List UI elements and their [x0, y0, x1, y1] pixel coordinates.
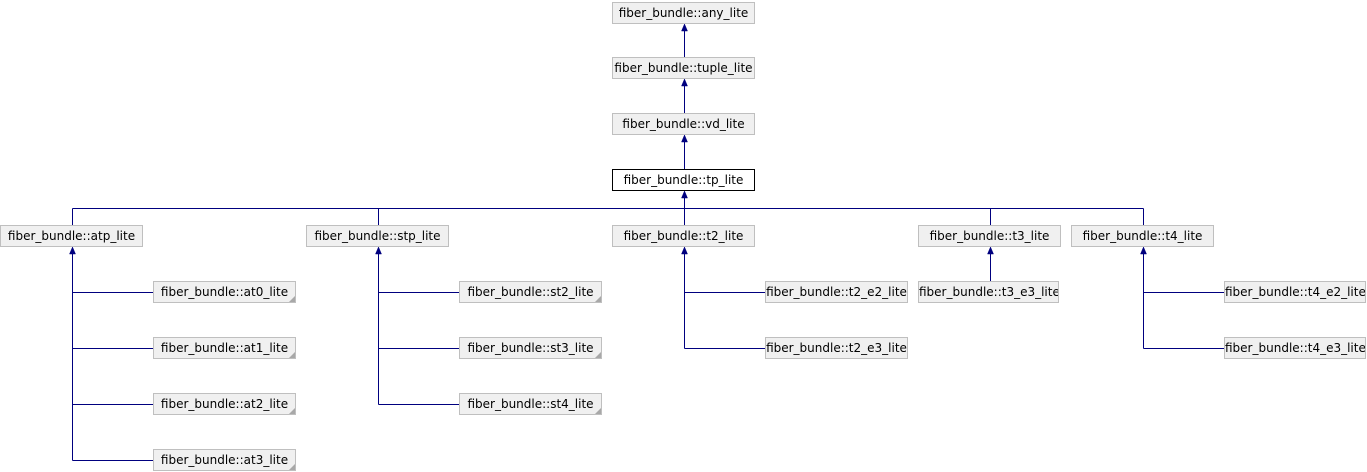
class-node-tuple-lite[interactable]: fiber_bundle::tuple_lite: [612, 57, 755, 79]
class-node-label: fiber_bundle::t2_e2_lite: [766, 285, 907, 299]
class-node-label: fiber_bundle::t4_e3_lite: [1225, 341, 1366, 355]
arrowhead-icon: [69, 246, 76, 255]
class-node-label: fiber_bundle::tp_lite: [623, 173, 744, 187]
arrowhead-icon: [1140, 246, 1147, 255]
class-node-st4-lite[interactable]: fiber_bundle::st4_lite: [459, 393, 602, 415]
class-node-vd-lite[interactable]: fiber_bundle::vd_lite: [612, 113, 755, 135]
class-node-label: fiber_bundle::tuple_lite: [614, 61, 753, 75]
class-node-t2-e2-lite[interactable]: fiber_bundle::t2_e2_lite: [765, 281, 908, 303]
class-node-label: fiber_bundle::any_lite: [618, 6, 749, 20]
class-node-t4-e2-lite[interactable]: fiber_bundle::t4_e2_lite: [1224, 281, 1366, 303]
class-node-tp-lite[interactable]: fiber_bundle::tp_lite: [612, 169, 755, 191]
class-node-label: fiber_bundle::stp_lite: [314, 229, 441, 243]
class-node-atp-lite[interactable]: fiber_bundle::atp_lite: [0, 225, 143, 247]
class-node-at0-lite[interactable]: fiber_bundle::at0_lite: [153, 281, 296, 303]
arrowhead-icon: [681, 78, 688, 87]
arrowhead-icon: [681, 23, 688, 32]
class-node-t2-lite[interactable]: fiber_bundle::t2_lite: [612, 225, 755, 247]
class-node-any-lite[interactable]: fiber_bundle::any_lite: [612, 2, 755, 24]
arrowhead-icon: [987, 246, 994, 255]
class-node-label: fiber_bundle::t4_lite: [1082, 229, 1203, 243]
class-node-label: fiber_bundle::at0_lite: [160, 285, 289, 299]
class-node-t4-lite[interactable]: fiber_bundle::t4_lite: [1071, 225, 1214, 247]
class-node-label: fiber_bundle::st4_lite: [467, 397, 594, 411]
class-node-label: fiber_bundle::t4_e2_lite: [1225, 285, 1366, 299]
class-node-label: fiber_bundle::t3_lite: [929, 229, 1050, 243]
arrowhead-icon: [681, 134, 688, 143]
class-node-t4-e3-lite[interactable]: fiber_bundle::t4_e3_lite: [1224, 337, 1366, 359]
class-node-at1-lite[interactable]: fiber_bundle::at1_lite: [153, 337, 296, 359]
class-node-label: fiber_bundle::at1_lite: [160, 341, 289, 355]
class-node-st3-lite[interactable]: fiber_bundle::st3_lite: [459, 337, 602, 359]
class-node-label: fiber_bundle::t2_e3_lite: [766, 341, 907, 355]
class-node-label: fiber_bundle::t2_lite: [623, 229, 744, 243]
arrowhead-icon: [375, 246, 382, 255]
class-node-label: fiber_bundle::at3_lite: [160, 453, 289, 467]
class-node-label: fiber_bundle::vd_lite: [622, 117, 745, 131]
class-node-at3-lite[interactable]: fiber_bundle::at3_lite: [153, 449, 296, 471]
class-node-stp-lite[interactable]: fiber_bundle::stp_lite: [306, 225, 449, 247]
class-node-t2-e3-lite[interactable]: fiber_bundle::t2_e3_lite: [765, 337, 908, 359]
class-node-label: fiber_bundle::t3_e3_lite: [919, 285, 1059, 299]
arrowhead-icon: [681, 190, 688, 199]
class-node-label: fiber_bundle::st2_lite: [467, 285, 594, 299]
class-node-label: fiber_bundle::atp_lite: [7, 229, 136, 243]
class-node-label: fiber_bundle::st3_lite: [467, 341, 594, 355]
arrowhead-icon: [681, 246, 688, 255]
class-node-t3-e3-lite[interactable]: fiber_bundle::t3_e3_lite: [918, 281, 1059, 303]
class-node-st2-lite[interactable]: fiber_bundle::st2_lite: [459, 281, 602, 303]
class-node-label: fiber_bundle::at2_lite: [160, 397, 289, 411]
class-node-t3-lite[interactable]: fiber_bundle::t3_lite: [918, 225, 1061, 247]
class-node-at2-lite[interactable]: fiber_bundle::at2_lite: [153, 393, 296, 415]
